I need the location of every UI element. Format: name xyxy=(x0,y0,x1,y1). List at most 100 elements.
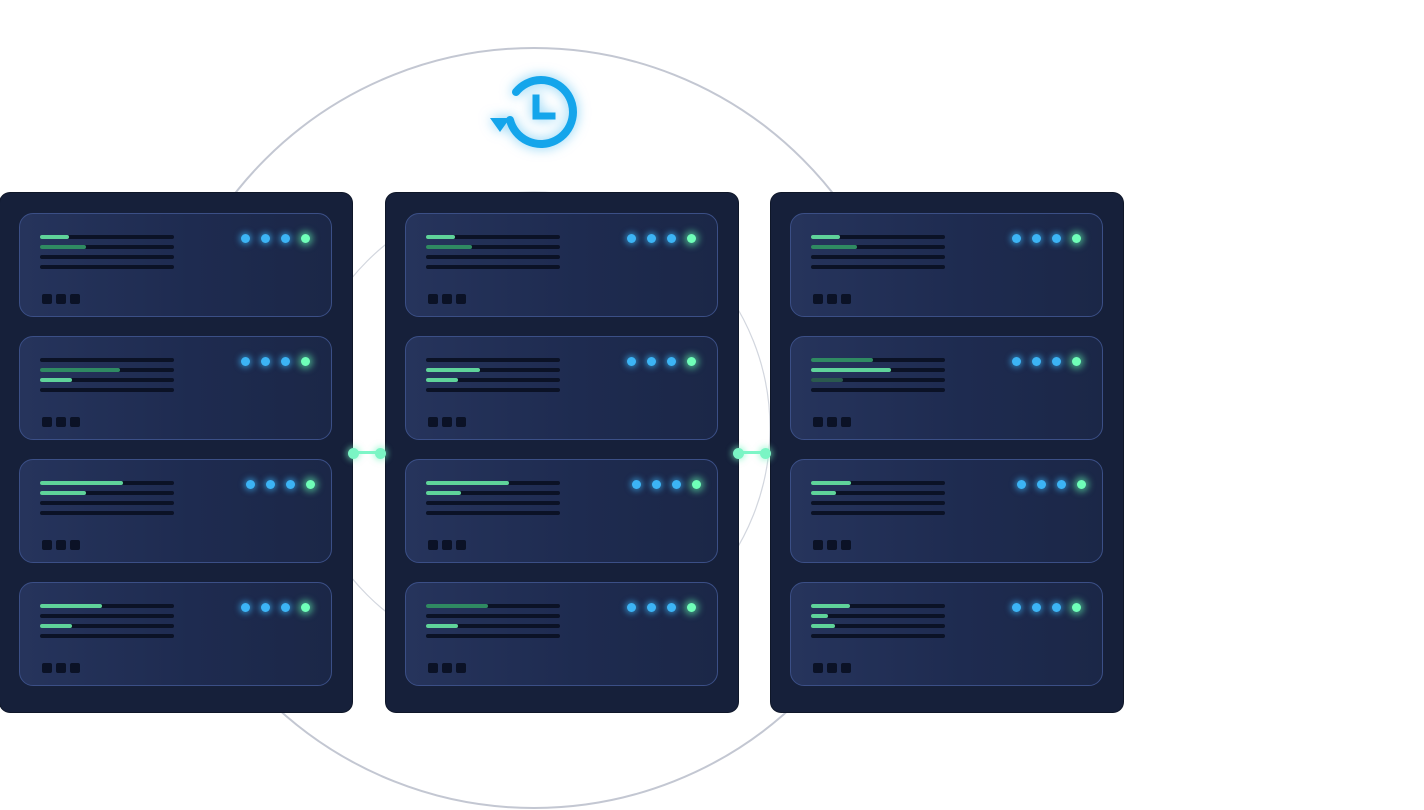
server-rack xyxy=(0,193,352,712)
status-led-blue xyxy=(627,357,636,366)
status-bar xyxy=(40,634,174,638)
status-bar xyxy=(811,634,945,638)
status-bar xyxy=(426,255,560,259)
status-led-blue xyxy=(627,234,636,243)
status-led-green xyxy=(306,480,315,489)
status-bar-fill xyxy=(811,624,836,628)
port-square xyxy=(813,294,823,304)
status-bar-fill xyxy=(811,235,841,239)
status-bar xyxy=(40,481,174,485)
status-bar xyxy=(426,501,560,505)
status-led-blue xyxy=(1012,603,1021,612)
server-unit xyxy=(19,213,332,317)
status-bar xyxy=(811,245,945,249)
port-square xyxy=(42,540,52,550)
port-square xyxy=(70,540,80,550)
status-bar-fill xyxy=(426,491,461,495)
status-led-blue xyxy=(1012,357,1021,366)
link-node xyxy=(375,448,386,459)
server-unit xyxy=(19,336,332,440)
port-square xyxy=(841,663,851,673)
status-led-green xyxy=(687,357,696,366)
status-bar xyxy=(811,265,945,269)
server-unit xyxy=(405,213,718,317)
link-node xyxy=(348,448,359,459)
port-square xyxy=(442,417,452,427)
status-led-blue xyxy=(241,357,250,366)
status-led-green xyxy=(1072,357,1081,366)
port-square xyxy=(442,663,452,673)
server-unit xyxy=(405,336,718,440)
status-led-blue xyxy=(672,480,681,489)
status-led-green xyxy=(301,603,310,612)
status-bar xyxy=(40,614,174,618)
status-bar-fill xyxy=(811,368,892,372)
status-led-green xyxy=(1072,234,1081,243)
link-node xyxy=(760,448,771,459)
status-bar xyxy=(40,368,174,372)
port-square xyxy=(42,663,52,673)
status-led-blue xyxy=(1032,357,1041,366)
port-square xyxy=(827,417,837,427)
status-bar xyxy=(426,491,560,495)
status-led-blue xyxy=(667,603,676,612)
status-bar xyxy=(811,255,945,259)
port-square xyxy=(56,663,66,673)
status-bar-fill xyxy=(426,378,459,382)
port-square xyxy=(56,417,66,427)
status-led-blue xyxy=(241,603,250,612)
status-led-blue xyxy=(281,603,290,612)
status-bar-fill xyxy=(40,481,124,485)
status-bar xyxy=(40,604,174,608)
port-square xyxy=(841,540,851,550)
status-bar xyxy=(426,511,560,515)
status-led-blue xyxy=(246,480,255,489)
port-square xyxy=(428,540,438,550)
port-square xyxy=(456,540,466,550)
status-bar xyxy=(811,235,945,239)
port-square xyxy=(442,294,452,304)
status-bar xyxy=(426,388,560,392)
status-bar xyxy=(811,358,945,362)
status-led-blue xyxy=(1032,234,1041,243)
status-bar-fill xyxy=(811,614,829,618)
server-unit xyxy=(790,213,1103,317)
status-bar xyxy=(811,604,945,608)
status-bar-fill xyxy=(811,378,844,382)
port-square xyxy=(428,417,438,427)
status-bar xyxy=(811,614,945,618)
port-square xyxy=(56,294,66,304)
status-bar xyxy=(426,358,560,362)
port-square xyxy=(827,663,837,673)
status-led-blue xyxy=(1057,480,1066,489)
link-connector-right xyxy=(733,448,771,459)
port-square xyxy=(428,294,438,304)
status-led-blue xyxy=(1017,480,1026,489)
status-led-blue xyxy=(1032,603,1041,612)
status-led-blue xyxy=(1012,234,1021,243)
status-led-blue xyxy=(261,234,270,243)
status-bar-fill xyxy=(40,235,70,239)
port-square xyxy=(813,417,823,427)
status-led-blue xyxy=(1037,480,1046,489)
status-bar xyxy=(40,235,174,239)
status-led-blue xyxy=(261,357,270,366)
status-bar xyxy=(40,245,174,249)
status-bar-fill xyxy=(40,604,102,608)
status-bar xyxy=(426,265,560,269)
status-led-green xyxy=(301,234,310,243)
port-square xyxy=(813,663,823,673)
status-led-blue xyxy=(647,234,656,243)
status-bar-fill xyxy=(40,491,86,495)
status-bar-fill xyxy=(811,358,873,362)
status-bar-fill xyxy=(426,235,456,239)
status-led-blue xyxy=(627,603,636,612)
status-bar-fill xyxy=(811,491,837,495)
status-bar xyxy=(811,624,945,628)
port-square xyxy=(456,417,466,427)
status-bar-fill xyxy=(811,604,850,608)
status-bar xyxy=(40,378,174,382)
link-connector-left xyxy=(348,448,386,459)
port-square xyxy=(70,294,80,304)
port-square xyxy=(841,417,851,427)
